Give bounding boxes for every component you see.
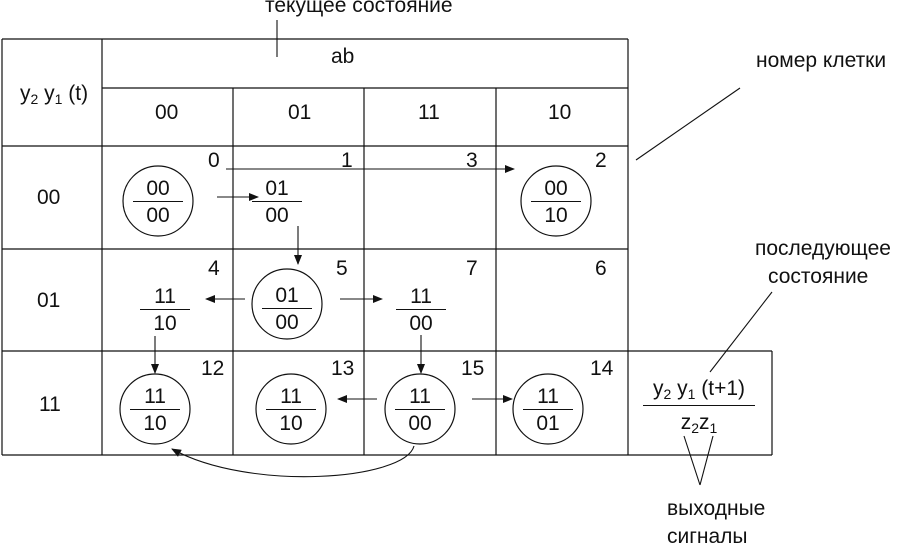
cell-13-next-state: 11 xyxy=(266,386,316,410)
circle-cell-0 xyxy=(122,165,194,237)
cell-5-outputs: 00 xyxy=(275,311,299,334)
cell-7-outputs: 00 xyxy=(409,312,433,335)
arrow-15-to-12 xyxy=(171,445,415,478)
callout-lines xyxy=(276,20,773,486)
cell-1-next-state: 01 xyxy=(252,178,302,202)
row-label-11: 11 xyxy=(39,393,61,416)
column-header-ab: ab xyxy=(331,45,355,68)
cell-12-next-state: 11 xyxy=(130,386,180,410)
cell-2-next-state: 00 xyxy=(531,178,581,202)
circle-cell-15 xyxy=(384,373,456,445)
legend-suffix: (t+1) xyxy=(701,377,746,400)
annotation-cell-number: номер клетки xyxy=(756,49,887,72)
annotation-outputs-line2: сигналы xyxy=(667,525,748,548)
legend-z2-sub: 2 xyxy=(691,420,699,436)
circle-cell-5 xyxy=(251,268,323,340)
legend-z1: z xyxy=(699,411,710,434)
column-label-10: 10 xyxy=(548,101,572,124)
cell-2-outputs: 10 xyxy=(544,204,568,227)
cell-13-outputs: 10 xyxy=(279,412,303,435)
cell-15-outputs: 00 xyxy=(408,412,432,435)
row-label-00: 00 xyxy=(37,186,61,209)
circle-cell-13 xyxy=(255,373,327,445)
callout-next-state xyxy=(709,291,773,373)
cell-number-0: 0 xyxy=(208,149,220,172)
cell-number-1: 1 xyxy=(341,149,353,172)
cell-1-outputs: 00 xyxy=(265,204,289,227)
annotation-outputs-line1: выходные xyxy=(667,497,766,520)
cell-4-outputs: 10 xyxy=(153,312,177,335)
cell-number-4: 4 xyxy=(208,257,220,280)
cell-5-next-state: 01 xyxy=(262,285,312,309)
table-grid-lines xyxy=(1,38,773,456)
legend-z1-sub: 1 xyxy=(709,420,718,436)
cell-number-12: 12 xyxy=(201,357,225,380)
row-header-label: y2 y1 (t) xyxy=(20,83,88,106)
column-label-00: 00 xyxy=(155,101,179,124)
column-label-11: 11 xyxy=(418,101,440,124)
legend-y1-sub: 1 xyxy=(687,386,696,402)
cell-number-5: 5 xyxy=(336,257,348,280)
row-header-sub1: 1 xyxy=(54,91,63,107)
legend-z2: z xyxy=(680,411,692,434)
cell-7-next-state: 11 xyxy=(396,286,446,310)
cell-number-13: 13 xyxy=(331,357,355,380)
circle-cell-12 xyxy=(119,373,191,445)
callout-output-z2 xyxy=(683,435,701,486)
circle-cell-2 xyxy=(520,165,592,237)
cell-0-outputs: 00 xyxy=(146,204,170,227)
callout-output-z1 xyxy=(699,435,714,486)
legend-y1: y xyxy=(677,377,688,400)
cell-0-next-state: 00 xyxy=(133,178,183,202)
cell-number-14: 14 xyxy=(590,357,614,380)
callout-cell-number xyxy=(635,87,741,161)
cell-4-next-state: 11 xyxy=(140,286,190,310)
legend-y2: y xyxy=(652,377,664,400)
row-header-suffix: (t) xyxy=(68,82,89,105)
cell-number-15: 15 xyxy=(461,357,485,380)
annotation-next-state-line2: состояние xyxy=(768,265,869,288)
cell-12-outputs: 10 xyxy=(143,412,167,435)
row-header-sub2: 2 xyxy=(30,91,39,107)
cell-number-7: 7 xyxy=(466,257,478,280)
legend-y2-sub: 2 xyxy=(663,386,672,402)
transition-arrows xyxy=(151,165,515,478)
row-label-01: 01 xyxy=(37,289,61,312)
cell-15-next-state: 11 xyxy=(395,386,445,410)
stable-state-circles xyxy=(119,165,592,445)
circle-cell-14 xyxy=(512,373,584,445)
cell-14-next-state: 11 xyxy=(523,386,573,410)
row-header-y2: y xyxy=(20,82,31,105)
annotation-current-state: текущее состояние xyxy=(265,0,453,17)
cell-number-2: 2 xyxy=(595,149,607,172)
cell-number-6: 6 xyxy=(595,257,607,280)
cell-14-outputs: 01 xyxy=(536,412,560,435)
cell-number-3: 3 xyxy=(466,149,478,172)
annotation-next-state-line1: последующее xyxy=(755,237,891,260)
column-label-01: 01 xyxy=(288,101,312,124)
row-header-y1: y xyxy=(44,82,55,105)
legend-next-state: y2 y1 (t+1) xyxy=(643,378,755,406)
legend-outputs: z2z1 xyxy=(643,412,755,435)
